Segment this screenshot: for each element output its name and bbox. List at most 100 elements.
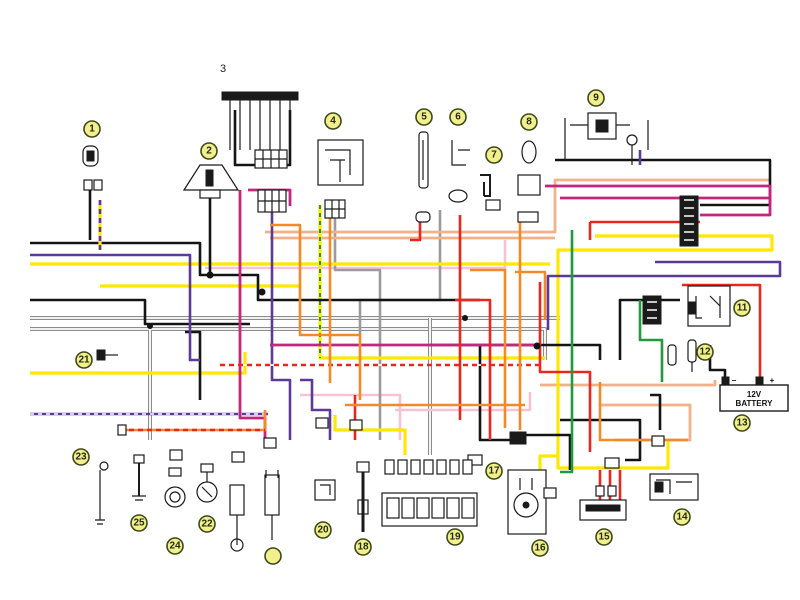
harness-connectors (117, 417, 665, 499)
callout-16: 16 (531, 539, 549, 557)
callout-12: 12 (696, 343, 714, 361)
wire-yellow-6 (556, 234, 774, 470)
wire-tan-4 (600, 403, 692, 442)
callouts: 1 2 4 5 6 7 8 9 11 12 13 14 15 16 17 18 … (72, 89, 751, 565)
wire-orange-6 (270, 223, 362, 400)
wire-yellow-5 (333, 415, 407, 455)
wire-red-4 (538, 282, 592, 452)
svg-text:12: 12 (699, 347, 711, 358)
wire-red-8 (455, 298, 492, 440)
component-23-ground (95, 461, 109, 525)
component-25 (132, 454, 146, 501)
svg-text:8: 8 (526, 117, 532, 128)
callout-partial (264, 547, 282, 565)
svg-text:19: 19 (449, 532, 461, 543)
svg-text:7: 7 (491, 150, 497, 161)
battery-voltage-label: 12V (747, 390, 762, 399)
svg-text:18: 18 (357, 542, 369, 553)
wire-magenta-3 (545, 184, 772, 217)
callout-15: 15 (595, 528, 613, 546)
wire-green-2 (638, 300, 664, 382)
component-9 (564, 112, 649, 165)
component-21-connector (96, 349, 118, 361)
svg-text:14: 14 (676, 512, 688, 523)
wire-orange-4 (598, 382, 688, 442)
callout-14: 14 (673, 508, 691, 526)
relay-11 (687, 285, 731, 327)
wire-pink-3 (300, 393, 402, 440)
svg-text:25: 25 (133, 518, 145, 529)
wire-pink-1 (205, 240, 507, 270)
wire-purple-5 (300, 378, 332, 440)
component-4 (317, 139, 364, 219)
svg-text:22: 22 (201, 519, 213, 530)
wire-black-1 (30, 241, 480, 302)
svg-text:1: 1 (89, 124, 95, 135)
component-8 (517, 140, 541, 223)
battery-neg-sign: − (732, 376, 737, 385)
svg-text:6: 6 (455, 112, 461, 123)
splice-node (462, 315, 468, 321)
main-connector (679, 195, 699, 247)
callout-20: 20 (314, 521, 332, 539)
wire-black-8 (478, 345, 515, 442)
svg-text:11: 11 (737, 303, 748, 314)
component-22 (196, 463, 218, 503)
wire-yellow-7 (538, 454, 558, 470)
component-18 (356, 461, 370, 532)
wire-black-7 (555, 158, 772, 207)
wire-gray-1 (333, 215, 382, 440)
wire-tan-3 (540, 380, 717, 387)
battery-label: BATTERY (736, 399, 774, 408)
svg-text:23: 23 (75, 452, 87, 463)
wire-black-3 (30, 298, 250, 326)
callout-5: 5 (415, 108, 433, 126)
svg-text:4: 4 (330, 116, 336, 127)
wire-purple-3 (270, 200, 292, 440)
svg-text:16: 16 (534, 543, 546, 554)
connector-row-19 (384, 459, 473, 475)
splice-node (206, 271, 214, 279)
component-5 (415, 131, 431, 223)
callout-18: 18 (354, 538, 372, 556)
wire-green-1 (560, 230, 574, 474)
callout-23: 23 (72, 448, 90, 466)
callout-8: 8 (520, 113, 538, 131)
splice-node (533, 342, 541, 350)
wire-pink-2 (395, 392, 532, 412)
component-17-connector (467, 431, 527, 466)
battery-13: − + 12V BATTERY (719, 376, 789, 412)
wire-black-11 (515, 433, 572, 470)
callout-22: 22 (198, 515, 216, 533)
svg-text:9: 9 (593, 93, 599, 104)
callout-13: 13 (733, 414, 751, 432)
component-14 (649, 473, 699, 501)
callout-4: 4 (324, 112, 342, 130)
component-20 (314, 479, 336, 501)
callout-25: 25 (130, 514, 148, 532)
splice-nodes (147, 271, 541, 350)
wire-black-12 (650, 393, 662, 430)
svg-text:15: 15 (598, 532, 610, 543)
component-6 (448, 140, 470, 203)
callout-9: 9 (587, 89, 605, 107)
component-1 (82, 145, 103, 191)
component-7 (480, 174, 501, 211)
component-2 (182, 164, 240, 199)
callout-2: 2 (200, 142, 218, 160)
wire-purple-6 (546, 260, 782, 330)
callout-17: 17 (485, 462, 503, 480)
wire-orange-5 (515, 270, 547, 320)
callout-6: 6 (449, 108, 467, 126)
svg-text:21: 21 (78, 355, 90, 366)
wire-tan-1 (265, 178, 770, 234)
component-16 (507, 469, 547, 535)
splice-node (258, 288, 266, 296)
wire-orange-2 (470, 268, 507, 428)
component-24 (164, 467, 186, 508)
svg-text:24: 24 (169, 541, 181, 552)
wire-black-14 (185, 330, 202, 400)
splice-node (147, 323, 153, 329)
wire-yellow-3 (30, 352, 247, 375)
